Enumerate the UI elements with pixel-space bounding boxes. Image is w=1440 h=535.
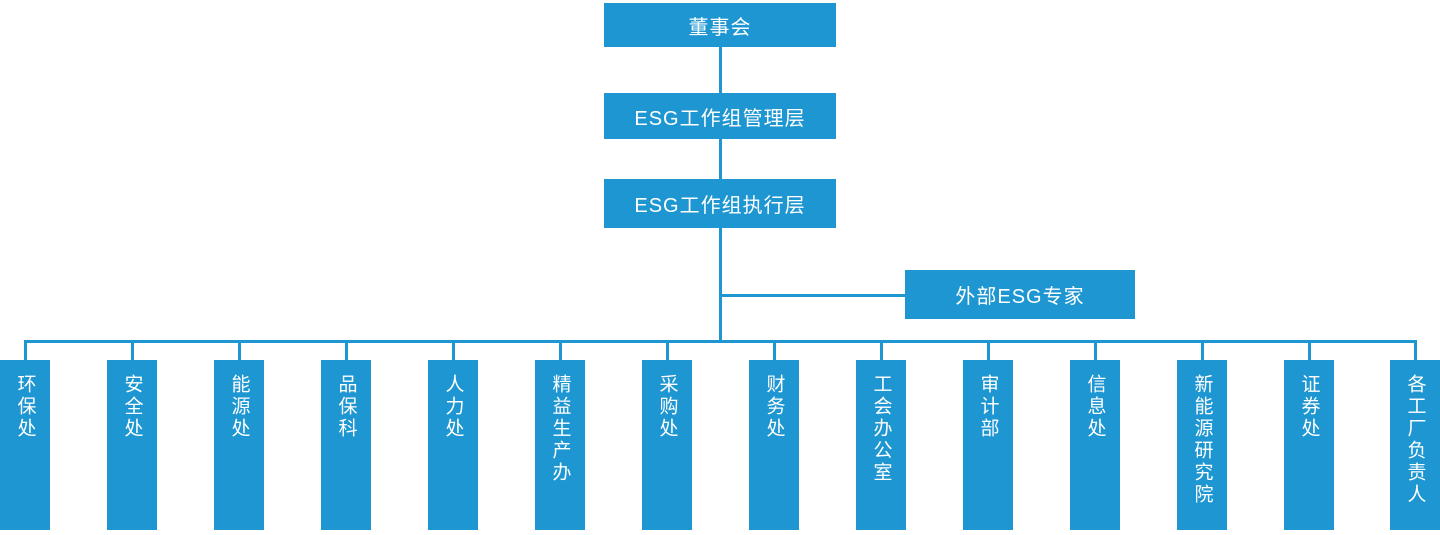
dept-label-quality-assurance: 品保科 — [335, 374, 357, 440]
connector-execution-trunk — [718, 228, 722, 343]
connector-stub-new-energy-research — [1200, 340, 1204, 360]
dept-label-lean-production: 精益生产办 — [549, 374, 571, 484]
connector-departments-bus — [23, 340, 1417, 343]
dept-box-lean-production: 精益生产办 — [535, 360, 585, 530]
dept-box-audit: 审计部 — [963, 360, 1013, 530]
node-external-esg-experts: 外部ESG专家 — [905, 270, 1135, 319]
connector-stub-audit — [986, 340, 990, 360]
dept-label-finance: 财务处 — [763, 374, 785, 440]
node-esg-execution-layer: ESG工作组执行层 — [604, 179, 836, 228]
dept-label-factory-heads: 各工厂负责人 — [1404, 374, 1426, 506]
dept-box-information: 信息处 — [1070, 360, 1120, 530]
dept-box-securities: 证券处 — [1284, 360, 1334, 530]
dept-box-procurement: 采购处 — [642, 360, 692, 530]
dept-box-energy: 能源处 — [214, 360, 264, 530]
dept-label-audit: 审计部 — [977, 374, 999, 440]
connector-stub-securities — [1307, 340, 1311, 360]
dept-label-securities: 证券处 — [1298, 374, 1320, 440]
dept-label-energy: 能源处 — [228, 374, 250, 440]
dept-box-human-resources: 人力处 — [428, 360, 478, 530]
dept-label-information: 信息处 — [1084, 374, 1106, 440]
dept-box-finance: 财务处 — [749, 360, 799, 530]
connector-stub-lean-production — [558, 340, 562, 360]
dept-label-procurement: 采购处 — [656, 374, 678, 440]
connector-stub-labor-union-office — [879, 340, 883, 360]
connector-stub-finance — [772, 340, 776, 360]
dept-label-safety: 安全处 — [121, 374, 143, 440]
connector-stub-procurement — [665, 340, 669, 360]
dept-label-labor-union-office: 工会办公室 — [870, 374, 892, 484]
connector-board-to-management — [718, 47, 722, 93]
connector-branch-external-experts — [719, 294, 905, 297]
connector-stub-human-resources — [451, 340, 455, 360]
dept-label-new-energy-research-institute: 新能源研究院 — [1191, 374, 1213, 506]
dept-box-factory-heads: 各工厂负责人 — [1390, 360, 1440, 530]
node-esg-management-layer: ESG工作组管理层 — [604, 93, 836, 139]
connector-management-to-execution — [718, 139, 722, 179]
dept-label-human-resources: 人力处 — [442, 374, 464, 440]
node-board-of-directors: 董事会 — [604, 3, 836, 47]
connector-stub-factory-heads — [1413, 340, 1417, 360]
dept-box-new-energy-research-institute: 新能源研究院 — [1177, 360, 1227, 530]
dept-label-environmental-protection: 环保处 — [14, 374, 36, 440]
dept-box-quality-assurance: 品保科 — [321, 360, 371, 530]
connector-stub-safety — [130, 340, 134, 360]
dept-box-safety: 安全处 — [107, 360, 157, 530]
dept-box-environmental-protection: 环保处 — [0, 360, 50, 530]
dept-box-labor-union-office: 工会办公室 — [856, 360, 906, 530]
connector-stub-quality-assurance — [344, 340, 348, 360]
connector-stub-environmental-protection — [23, 340, 27, 360]
connector-stub-energy — [237, 340, 241, 360]
connector-stub-information — [1093, 340, 1097, 360]
